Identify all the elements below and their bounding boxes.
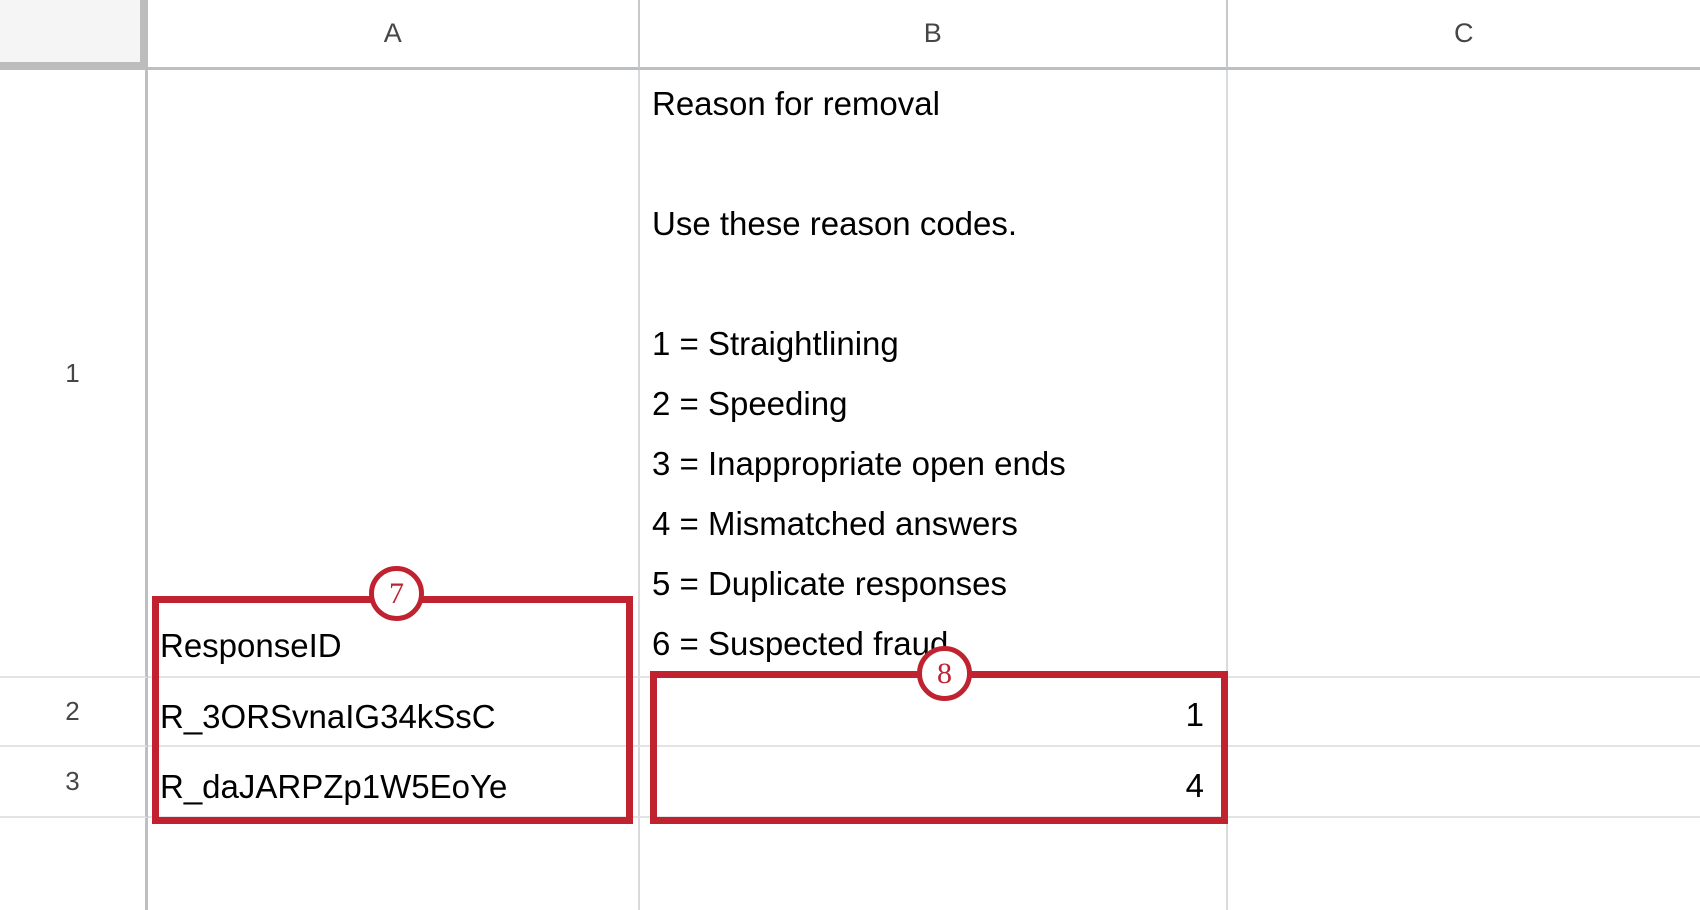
cell-c1[interactable] (1228, 70, 1700, 678)
cell-a3-text: R_daJARPZp1W5EoYe (160, 768, 508, 805)
row-header-4[interactable] (0, 818, 148, 910)
cell-a4[interactable] (148, 818, 640, 910)
cell-c4[interactable] (1228, 818, 1700, 910)
cell-b1-code-2: 2 = Speeding (652, 385, 848, 422)
column-header-b-label: B (923, 18, 943, 48)
cell-b1-line-3: Use these reason codes. (652, 205, 1018, 242)
row-header-3[interactable]: 3 (0, 747, 148, 818)
cell-b1-line-2 (640, 130, 1226, 190)
annotation-badge-7: 7 (369, 566, 424, 621)
column-header-a[interactable]: A (148, 0, 640, 70)
row-header-1[interactable]: 1 (0, 70, 148, 678)
cell-b1-code-1: 1 = Straightlining (652, 325, 899, 362)
row-header-1-label: 1 (65, 357, 80, 388)
cell-b1-line-4 (640, 250, 1226, 310)
column-header-c-label: C (1454, 18, 1474, 48)
annotation-badge-8: 8 (917, 646, 972, 701)
cell-b1-line-1: Reason for removal (652, 85, 940, 122)
row-header-2[interactable]: 2 (0, 678, 148, 747)
cell-b2-text: 1 (1185, 696, 1204, 733)
cell-b1[interactable]: Reason for removal Use these reason code… (640, 70, 1228, 678)
cell-c2[interactable] (1228, 678, 1700, 747)
cell-a3[interactable]: R_daJARPZp1W5EoYe (148, 747, 640, 818)
select-all-corner[interactable] (0, 0, 148, 70)
cell-b4[interactable] (640, 818, 1228, 910)
cell-a1-text: ResponseID (160, 627, 342, 664)
annotation-badge-8-label: 8 (937, 656, 952, 690)
column-header-b[interactable]: B (640, 0, 1228, 70)
column-header-a-label: A (383, 18, 403, 48)
cell-c3[interactable] (1228, 747, 1700, 818)
column-header-c[interactable]: C (1228, 0, 1700, 70)
select-all-corner-inner (0, 0, 140, 62)
cell-a2-text: R_3ORSvnaIG34kSsC (160, 698, 496, 735)
cell-a2[interactable]: R_3ORSvnaIG34kSsC (148, 678, 640, 747)
annotation-badge-7-label: 7 (389, 576, 404, 610)
row-header-3-label: 3 (65, 766, 80, 796)
cell-b1-code-3: 3 = Inappropriate open ends (652, 445, 1066, 482)
row-header-2-label: 2 (65, 696, 80, 726)
column-header-row: A B C (0, 0, 1700, 70)
cell-b1-code-5: 5 = Duplicate responses (652, 565, 1007, 602)
cell-b1-code-4: 4 = Mismatched answers (652, 505, 1018, 542)
cell-b3-text: 4 (1185, 767, 1204, 804)
cell-b3[interactable]: 4 (640, 747, 1228, 818)
cell-b1-code-6: 6 = Suspected fraud (652, 625, 949, 662)
